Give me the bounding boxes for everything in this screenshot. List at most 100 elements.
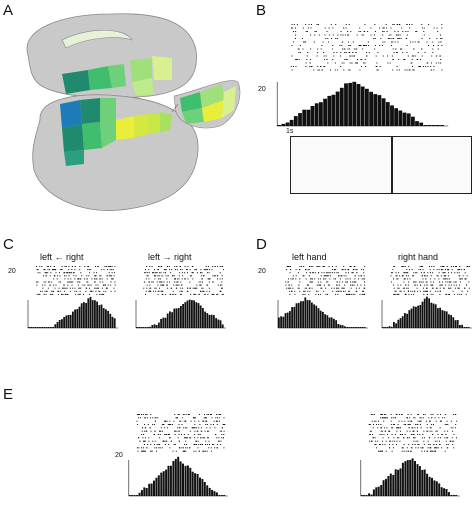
raster-tick (53, 278, 54, 279)
histogram-bar (286, 123, 290, 127)
raster-tick (352, 56, 353, 57)
histogram-bar (365, 89, 369, 126)
histogram-bar (415, 307, 417, 328)
raster-tick (353, 294, 354, 295)
raster-tick (398, 59, 399, 60)
raster-tick (204, 414, 205, 415)
raster-tick (392, 59, 393, 60)
histogram-bar (407, 460, 409, 496)
raster-tick (218, 437, 219, 438)
raster-tick (332, 45, 333, 46)
raster-tick (301, 266, 302, 267)
raster-tick (416, 272, 417, 273)
raster-tick (46, 294, 47, 295)
raster-tick (175, 434, 176, 435)
area-f1-lateral (100, 98, 116, 148)
histogram-bar (421, 470, 423, 496)
raster-tick (299, 288, 300, 289)
raster-tick (420, 266, 421, 267)
raster-tick (377, 70, 378, 71)
raster-tick (149, 272, 150, 273)
raster-tick (410, 421, 411, 422)
raster-tick (360, 45, 361, 46)
raster-tick (114, 282, 115, 283)
raster-tick (137, 424, 138, 425)
raster-tick (380, 434, 381, 435)
histogram-bar (105, 309, 107, 328)
raster-tick (448, 294, 449, 295)
raster-tick (72, 266, 73, 267)
raster-tick (177, 417, 178, 418)
raster-tick (412, 70, 413, 71)
raster-tick (294, 24, 295, 25)
histogram-bar (90, 297, 92, 328)
raster-tick (395, 291, 396, 292)
raster-tick (308, 294, 309, 295)
raster-tick (184, 437, 185, 438)
raster-tick (114, 288, 115, 289)
raster-tick (164, 427, 165, 428)
raster-tick (404, 451, 405, 452)
histogram-bar (156, 325, 158, 328)
histogram-bar (176, 308, 178, 328)
raster-tick (200, 269, 201, 270)
raster-tick (446, 424, 447, 425)
raster-tick (219, 417, 220, 418)
raster-tick (354, 282, 355, 283)
raster-tick (204, 291, 205, 292)
raster-tick (298, 285, 299, 286)
raster-tick (421, 427, 422, 428)
raster-tick (295, 38, 296, 39)
raster-tick (408, 444, 409, 445)
raster-tick (162, 447, 163, 448)
raster-tick (199, 451, 200, 452)
raster-tick (431, 414, 432, 415)
raster-tick (84, 278, 85, 279)
raster-tick (94, 272, 95, 273)
raster-tick (436, 56, 437, 57)
raster-tick (396, 291, 397, 292)
histogram-bar (180, 461, 182, 496)
raster-tick (432, 49, 433, 50)
raster-tick (205, 441, 206, 442)
raster-tick (70, 278, 71, 279)
raster-tick (365, 66, 366, 67)
raster-tick (70, 282, 71, 283)
raster-tick (192, 272, 193, 273)
raster-tick (55, 269, 56, 270)
histogram-bar (406, 314, 408, 328)
raster-tick (401, 266, 402, 267)
raster-tick (161, 427, 162, 428)
raster-tick (317, 52, 318, 53)
raster-tick (337, 35, 338, 36)
raster-tick (376, 63, 377, 64)
raster-tick (204, 451, 205, 452)
raster-tick (144, 431, 145, 432)
histogram-bar (167, 314, 169, 329)
histogram-bar (217, 320, 219, 329)
raster-tick (433, 282, 434, 283)
raster-tick (164, 421, 165, 422)
raster-tick (318, 294, 319, 295)
raster-tick (454, 272, 455, 273)
raster-tick (80, 278, 81, 279)
raster-tick (292, 24, 293, 25)
raster-tick (207, 272, 208, 273)
raster-tick (346, 52, 347, 53)
raster-tick (170, 294, 171, 295)
raster-tick (414, 434, 415, 435)
raster-tick (425, 66, 426, 67)
raster-tick (421, 451, 422, 452)
raster-tick (51, 291, 52, 292)
raster-tick (345, 282, 346, 283)
raster-tick (305, 24, 306, 25)
histogram-bar (112, 317, 114, 328)
raster-tick (423, 441, 424, 442)
raster-tick (395, 294, 396, 295)
raster-tick (101, 294, 102, 295)
raster-tick (98, 266, 99, 267)
raster-tick (403, 275, 404, 276)
histogram-bar (408, 310, 410, 328)
raster-tick (381, 434, 382, 435)
raster-tick (449, 278, 450, 279)
